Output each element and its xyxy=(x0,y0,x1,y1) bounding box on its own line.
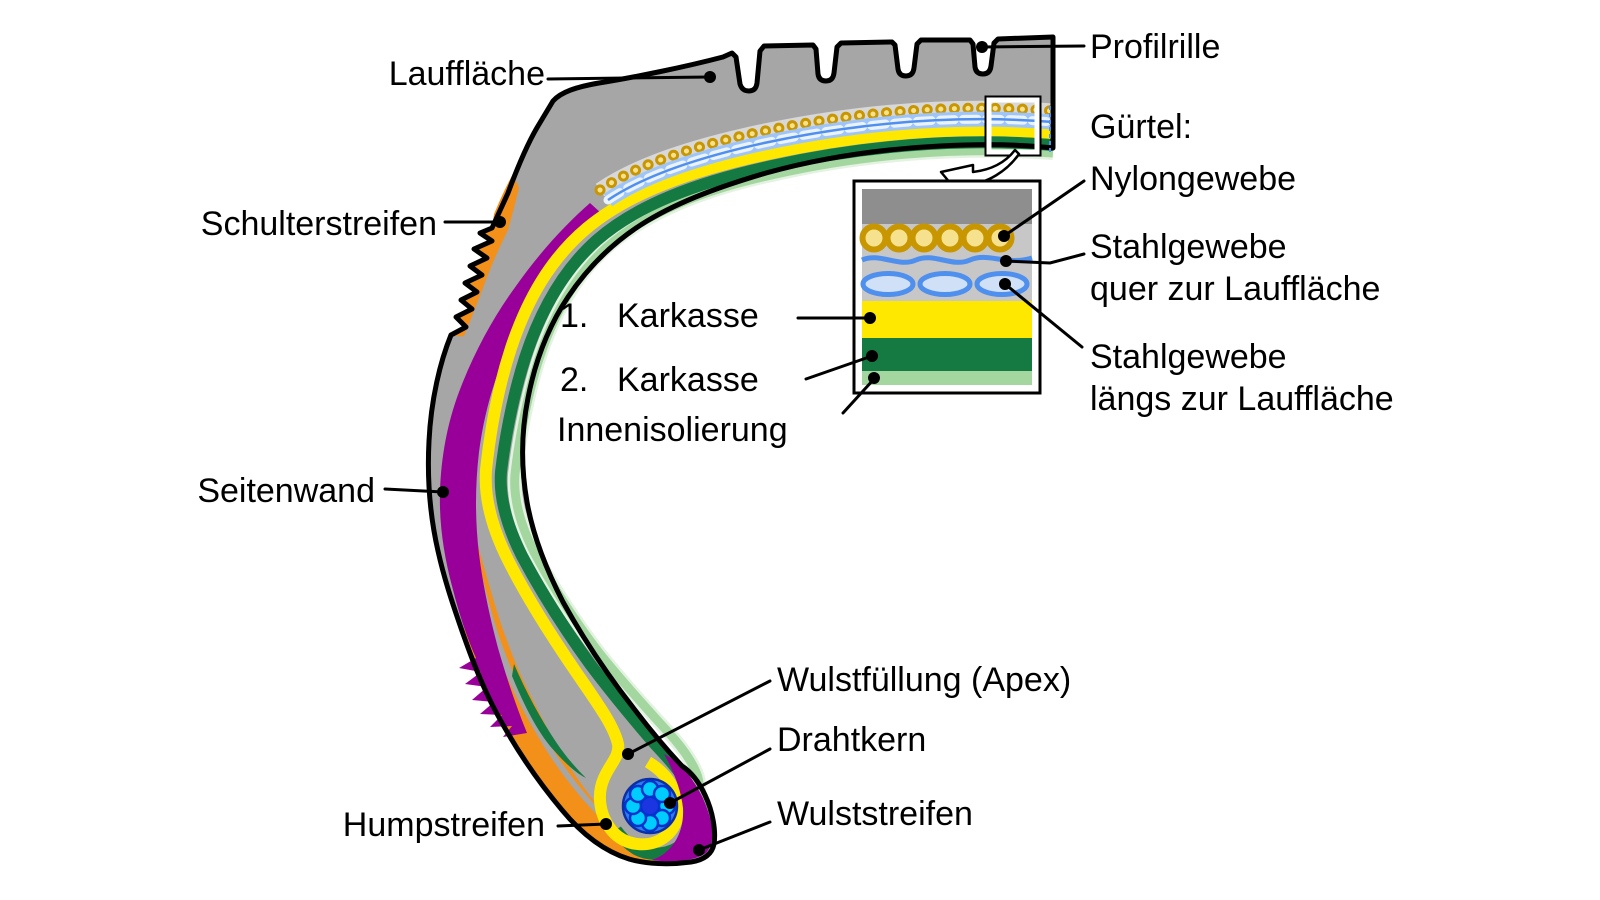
leader-stahl-quer xyxy=(1000,252,1086,267)
inset-carcass-1 xyxy=(862,301,1032,338)
wire-strands xyxy=(623,779,677,833)
label-karkasse-1-word: Karkasse xyxy=(617,297,759,335)
label-laufflaeche: Lauffläche xyxy=(389,55,545,93)
carcass-1-yellow xyxy=(479,124,1054,851)
inset-carcass-2 xyxy=(862,338,1032,371)
label-stahl-laengs-2: längs zur Lauffläche xyxy=(1090,380,1394,418)
label-humpstreifen: Humpstreifen xyxy=(343,806,545,844)
label-stahl-quer-2: quer zur Lauffläche xyxy=(1090,270,1380,308)
label-stahl-quer-1: Stahlgewebe xyxy=(1090,228,1287,266)
leader-nylongewebe xyxy=(998,179,1086,242)
inset-inner-liner xyxy=(862,371,1032,385)
sidewall-purple xyxy=(439,203,602,737)
inset-nylon-circles xyxy=(859,223,1015,253)
label-wulststreifen: Wulststreifen xyxy=(777,795,973,833)
leader-wulstfuellung xyxy=(622,679,772,760)
leader-lines xyxy=(383,41,1086,856)
leader-wulststreifen xyxy=(693,820,772,856)
label-wulstfuellung: Wulstfüllung (Apex) xyxy=(777,661,1071,699)
leader-profilrille xyxy=(976,41,1086,53)
label-stahl-laengs-1: Stahlgewebe xyxy=(1090,338,1287,376)
label-innenisolierung: Innenisolierung xyxy=(557,411,788,449)
tire-cross-section xyxy=(428,37,1053,864)
leader-schulterstreifen xyxy=(443,216,506,228)
leader-drahtkern xyxy=(664,747,772,809)
leader-stahl-laengs xyxy=(999,278,1084,349)
label-drahtkern: Drahtkern xyxy=(777,721,926,759)
label-karkasse-2-num: 2. xyxy=(560,361,588,399)
leader-karkasse-2 xyxy=(804,350,878,381)
leader-laufflaeche xyxy=(546,71,716,83)
leader-karkasse-1 xyxy=(796,312,876,324)
label-seitenwand: Seitenwand xyxy=(197,472,375,510)
bead-strip-purple xyxy=(652,754,713,862)
leader-humpstreifen xyxy=(556,818,612,830)
label-karkasse-2-word: Karkasse xyxy=(617,361,759,399)
leader-innenisolierung xyxy=(841,372,880,415)
wire-core-center xyxy=(640,796,660,816)
inset-box xyxy=(852,179,1042,395)
labels: Lauffläche Profilrille Gürtel: Nylongewe… xyxy=(197,28,1393,844)
label-guertel: Gürtel: xyxy=(1090,108,1192,146)
label-karkasse-2: 2. Karkasse xyxy=(560,361,759,399)
leader-seitenwand xyxy=(383,486,449,498)
label-karkasse-1: 1. Karkasse xyxy=(560,297,759,335)
label-karkasse-1-num: 1. xyxy=(560,297,588,335)
label-profilrille: Profilrille xyxy=(1090,28,1220,66)
wire-core xyxy=(621,777,679,835)
label-nylongewebe: Nylongewebe xyxy=(1090,160,1296,198)
inset-tread-rubber xyxy=(862,189,1032,224)
label-schulterstreifen: Schulterstreifen xyxy=(201,205,437,243)
